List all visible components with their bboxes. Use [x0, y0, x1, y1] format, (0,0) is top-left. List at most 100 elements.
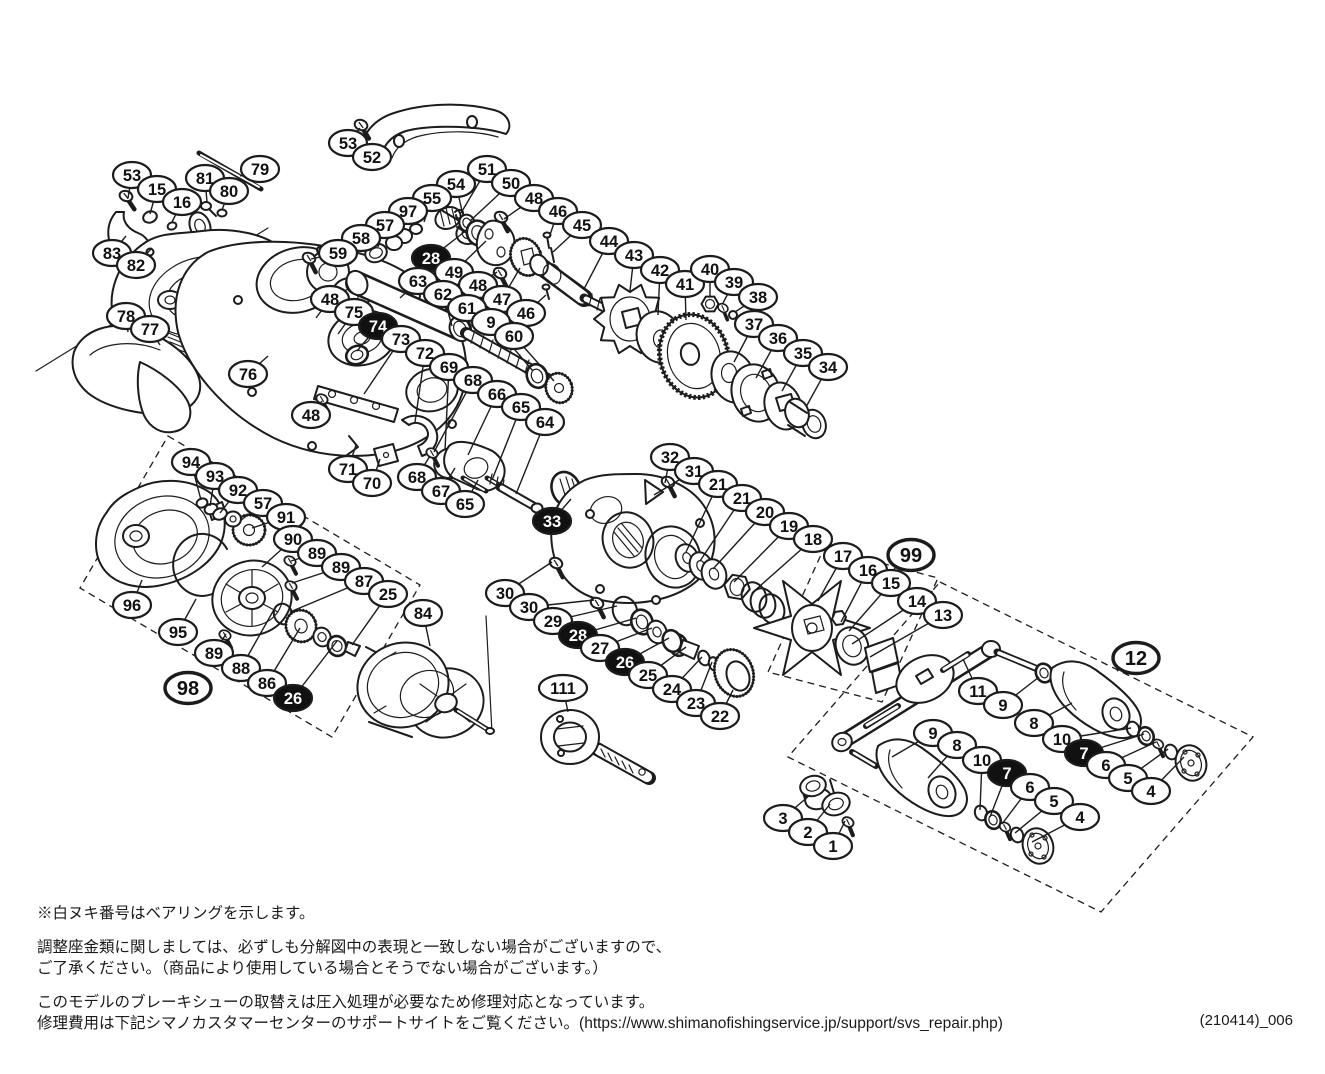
svg-text:18: 18: [804, 531, 822, 549]
document-code: (210414)_006: [1199, 1012, 1293, 1029]
balloon-59: 59: [317, 238, 359, 268]
svg-text:84: 84: [414, 605, 433, 623]
svg-text:28: 28: [569, 627, 587, 645]
balloon-86: 86: [246, 668, 288, 698]
handle-cap-lower: [1021, 827, 1055, 865]
svg-text:40: 40: [701, 261, 719, 279]
svg-text:49: 49: [445, 264, 463, 282]
svg-text:28: 28: [422, 250, 440, 268]
svg-text:93: 93: [206, 468, 224, 486]
svg-text:88: 88: [232, 660, 250, 678]
svg-text:12: 12: [1125, 648, 1147, 670]
svg-text:67: 67: [432, 483, 450, 501]
svg-text:80: 80: [220, 183, 238, 201]
svg-text:37: 37: [745, 316, 763, 334]
svg-text:6: 6: [1101, 757, 1110, 775]
svg-text:32: 32: [661, 449, 679, 467]
svg-text:2: 2: [803, 824, 812, 842]
svg-text:21: 21: [709, 476, 727, 494]
svg-text:89: 89: [332, 559, 350, 577]
svg-text:9: 9: [486, 314, 495, 332]
svg-text:26: 26: [616, 654, 634, 672]
svg-text:10: 10: [1053, 731, 1071, 749]
repair-note: このモデルのブレーキシューの取替えは圧入処理が必要なため修理対応となっています。…: [37, 992, 1003, 1034]
svg-text:15: 15: [148, 181, 166, 199]
svg-text:39: 39: [725, 274, 743, 292]
balloon-22: 22: [699, 701, 741, 731]
balloon-64: 64: [524, 407, 566, 437]
svg-text:81: 81: [196, 170, 214, 188]
balloon-4: 4: [1059, 802, 1101, 832]
balloon-18: 18: [792, 524, 834, 554]
svg-text:45: 45: [573, 217, 591, 235]
balloon-9: 9: [982, 690, 1024, 720]
svg-text:17: 17: [834, 548, 852, 566]
svg-text:76: 76: [239, 366, 257, 384]
svg-text:21: 21: [733, 490, 751, 508]
svg-text:46: 46: [549, 203, 567, 221]
svg-text:15: 15: [882, 575, 900, 593]
svg-text:30: 30: [496, 585, 514, 603]
svg-text:34: 34: [819, 359, 838, 377]
note-line-4: このモデルのブレーキシューの取替えは圧入処理が必要なため修理対応となっています。: [37, 994, 655, 1011]
svg-text:75: 75: [345, 304, 363, 322]
svg-text:7: 7: [1079, 745, 1088, 763]
svg-text:94: 94: [182, 454, 201, 472]
balloon-84: 84: [402, 598, 444, 628]
svg-text:79: 79: [251, 161, 269, 179]
svg-text:54: 54: [447, 176, 466, 194]
svg-text:65: 65: [456, 496, 474, 514]
star-drag: [753, 580, 903, 694]
svg-text:41: 41: [676, 276, 694, 294]
balloon-38: 38: [737, 282, 779, 312]
svg-text:43: 43: [625, 247, 643, 265]
note-line-1: ※白ヌキ番号はベアリングを示します。: [37, 905, 315, 922]
balloon-5: 5: [1033, 786, 1075, 816]
svg-text:4: 4: [1146, 783, 1156, 801]
balloon-65: 65: [444, 489, 486, 519]
drive-train-group: [529, 253, 827, 440]
svg-text:61: 61: [458, 300, 476, 318]
divider-line: [485, 615, 493, 734]
svg-text:44: 44: [600, 233, 619, 251]
svg-text:9: 9: [928, 725, 937, 743]
balloon-16: 16: [161, 187, 203, 217]
svg-text:55: 55: [423, 190, 441, 208]
svg-text:52: 52: [363, 149, 381, 167]
balloon-46: 46: [505, 298, 547, 328]
callout-balloons: 5315168180798382787776535254559757585951…: [91, 128, 1172, 861]
svg-text:36: 36: [769, 330, 787, 348]
balloon-15: 15: [870, 568, 912, 598]
svg-text:48: 48: [525, 190, 543, 208]
svg-text:83: 83: [103, 245, 121, 263]
svg-text:68: 68: [408, 469, 426, 487]
svg-text:6: 6: [1025, 779, 1034, 797]
svg-text:29: 29: [544, 613, 562, 631]
balloon-76: 76: [227, 359, 269, 389]
balloon-1: 1: [812, 831, 854, 861]
svg-text:96: 96: [123, 597, 141, 615]
balloon-82: 82: [115, 250, 157, 280]
svg-text:86: 86: [258, 675, 276, 693]
handle-nut-parts: [799, 774, 860, 835]
svg-text:111: 111: [550, 680, 576, 698]
balloon-52: 52: [351, 142, 393, 172]
svg-text:70: 70: [363, 475, 381, 493]
balloon-96: 96: [111, 590, 153, 620]
svg-text:25: 25: [639, 667, 657, 685]
balloon-111: 111: [537, 673, 589, 703]
balloon-60: 60: [493, 321, 535, 351]
svg-text:53: 53: [123, 167, 141, 185]
svg-text:64: 64: [536, 414, 555, 432]
balloon-34: 34: [807, 352, 849, 382]
svg-text:30: 30: [520, 599, 538, 617]
svg-text:58: 58: [352, 230, 370, 248]
svg-text:3: 3: [778, 810, 787, 828]
svg-text:90: 90: [284, 531, 302, 549]
svg-text:78: 78: [117, 308, 135, 326]
svg-text:65: 65: [512, 399, 530, 417]
svg-text:53: 53: [339, 135, 357, 153]
svg-text:63: 63: [409, 273, 427, 291]
svg-text:74: 74: [369, 318, 388, 336]
